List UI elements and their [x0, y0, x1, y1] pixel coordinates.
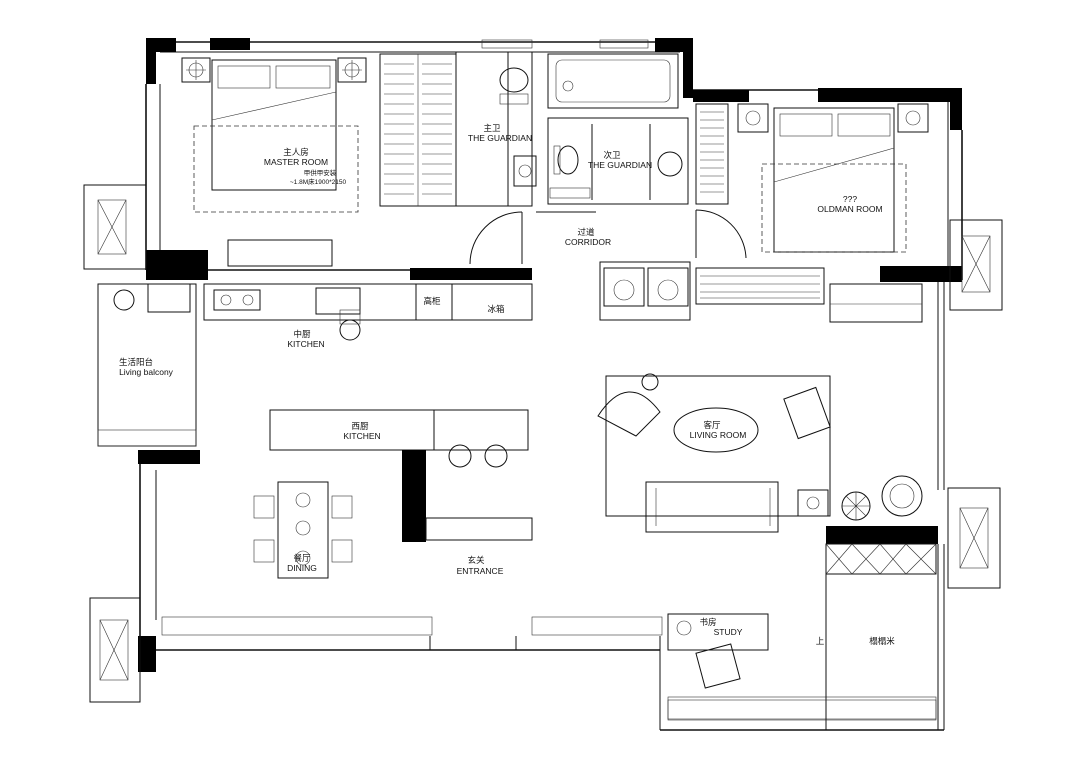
- master-room-label-en: MASTER ROOM: [264, 157, 328, 167]
- master-bath-label-zh: 主卫: [483, 123, 501, 133]
- balcony-label-en: Living balcony: [119, 367, 174, 377]
- stair-up-label: 上: [816, 636, 825, 646]
- bottom-window-strip: [161, 616, 937, 720]
- living-balcony: [97, 283, 197, 447]
- master-room-note-2: ~1.8M床1900*2150: [290, 177, 347, 186]
- dining-table: [253, 481, 353, 579]
- master-bath: [499, 51, 537, 207]
- corridor-label-en: CORRIDOR: [565, 237, 611, 247]
- fridge-label: 冰箱: [487, 304, 505, 314]
- dining-label-zh: 餐厅: [293, 553, 311, 563]
- bathtub: [547, 53, 679, 109]
- western-kitchen-label-zh: 西厨: [351, 421, 369, 431]
- master-bath-label-en: THE GUARDIAN: [468, 133, 532, 143]
- second-bath-label-zh: 次卫: [603, 150, 621, 160]
- corridor-label-zh: 过道: [577, 227, 595, 237]
- master-room-label-zh: 主人房: [283, 147, 309, 157]
- bay-windows: [83, 184, 1003, 703]
- room-labels: 主人房 MASTER ROOM 甲供甲安装 ~1.8M床1900*2150 主卫…: [119, 123, 895, 646]
- oldman-room-label-en: OLDMAN ROOM: [817, 204, 882, 214]
- dining-label-en: DINING: [287, 563, 317, 573]
- second-bath: [547, 117, 689, 205]
- second-bath-label-en: THE GUARDIAN: [588, 160, 652, 170]
- tatami-storage: [825, 543, 937, 730]
- oldman-room: [695, 103, 929, 253]
- plants: [841, 475, 923, 521]
- balcony-label-zh: 生活阳台: [119, 357, 153, 367]
- study-label-zh: 书房: [699, 617, 716, 627]
- tatami-label: 榻榻米: [869, 636, 895, 646]
- corridor-doors: [469, 209, 747, 265]
- entrance-wall: [402, 450, 533, 542]
- mid-kitchen-label-zh: 中厨: [293, 329, 311, 339]
- master-room-note-1: 甲供甲安装: [304, 168, 337, 177]
- living-room-furniture: [597, 373, 831, 533]
- master-room: [181, 52, 532, 267]
- oldman-room-label-zh: ???: [843, 194, 857, 204]
- western-kitchen-label-en: KITCHEN: [343, 431, 380, 441]
- tall-cabinet-label: 高柜: [423, 296, 441, 306]
- mid-kitchen-label-en: KITCHEN: [287, 339, 324, 349]
- entrance-label-en: ENTRANCE: [457, 566, 504, 576]
- study-furniture: [667, 613, 937, 721]
- western-kitchen-island: [269, 409, 529, 468]
- entrance-label-zh: 玄关: [467, 555, 485, 565]
- mid-kitchen: [203, 283, 533, 341]
- laundry-area: [599, 261, 923, 323]
- walls: [138, 38, 963, 731]
- study-label-en: STUDY: [714, 627, 743, 637]
- living-room-label-zh: 客厅: [703, 420, 721, 430]
- living-room-label-en: LIVING ROOM: [690, 430, 747, 440]
